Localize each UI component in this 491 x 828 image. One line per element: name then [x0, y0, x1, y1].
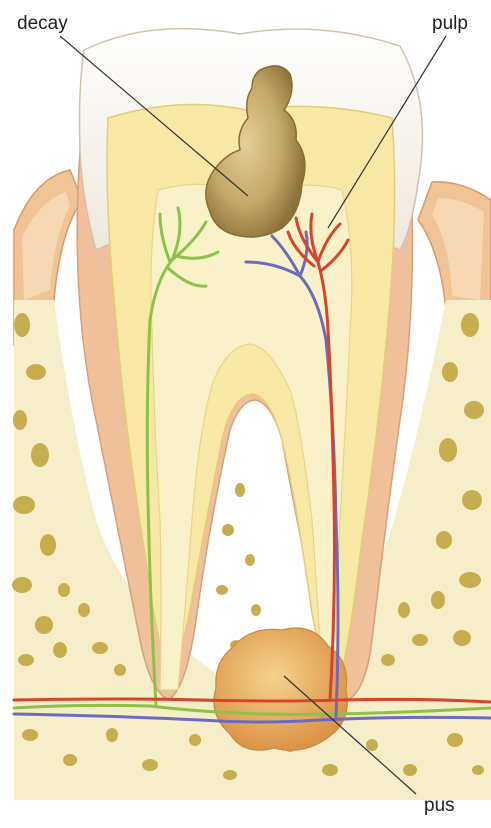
pus-abscess	[214, 628, 347, 750]
decay-label: decay	[17, 14, 68, 33]
pulp-label: pulp	[432, 14, 468, 33]
pulp-chamber	[151, 184, 352, 690]
pus-label: pus	[424, 796, 455, 815]
